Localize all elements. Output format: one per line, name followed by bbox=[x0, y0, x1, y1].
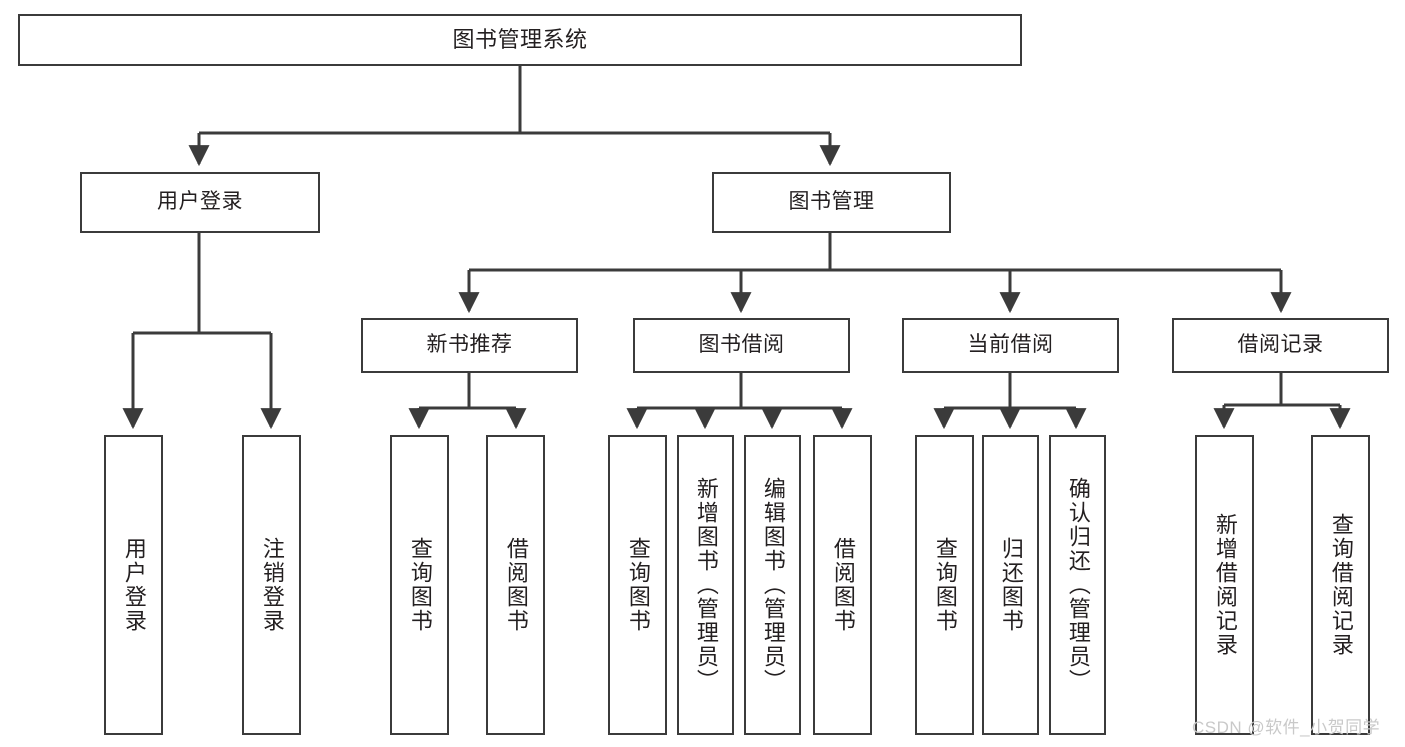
leaf-user-logout[interactable]: 注销登录 bbox=[242, 435, 301, 735]
node-user-login[interactable]: 用户登录 bbox=[80, 172, 320, 233]
leaf-current-confirm-return-admin[interactable]: 确认归还（管理员） bbox=[1049, 435, 1106, 735]
leaf-current-return-book[interactable]: 归还图书 bbox=[982, 435, 1039, 735]
node-label: 归还图书 bbox=[998, 537, 1024, 633]
node-label: 注销登录 bbox=[259, 537, 285, 633]
node-label: 新书推荐 bbox=[426, 333, 513, 357]
node-root-system[interactable]: 图书管理系统 bbox=[18, 14, 1022, 66]
node-label: 查询图书 bbox=[932, 537, 958, 633]
node-label: 借阅记录 bbox=[1237, 333, 1324, 357]
leaf-borrow-edit-book-admin[interactable]: 编辑图书（管理员） bbox=[744, 435, 801, 735]
node-label: 借阅图书 bbox=[503, 537, 529, 633]
leaf-current-query-book[interactable]: 查询图书 bbox=[915, 435, 974, 735]
node-label: 用户登录 bbox=[121, 537, 147, 633]
node-book-manage[interactable]: 图书管理 bbox=[712, 172, 951, 233]
leaf-recommend-borrow-book[interactable]: 借阅图书 bbox=[486, 435, 545, 735]
node-label: 图书管理 bbox=[788, 190, 875, 214]
node-new-book-recommend[interactable]: 新书推荐 bbox=[361, 318, 578, 373]
node-borrow-record[interactable]: 借阅记录 bbox=[1172, 318, 1389, 373]
node-current-borrow[interactable]: 当前借阅 bbox=[902, 318, 1119, 373]
leaf-borrow-borrow-book[interactable]: 借阅图书 bbox=[813, 435, 872, 735]
node-label: 查询借阅记录 bbox=[1328, 513, 1354, 657]
node-label: 查询图书 bbox=[407, 537, 433, 633]
leaf-record-add-record[interactable]: 新增借阅记录 bbox=[1195, 435, 1254, 735]
node-label: 图书管理系统 bbox=[452, 27, 588, 53]
leaf-record-query-record[interactable]: 查询借阅记录 bbox=[1311, 435, 1370, 735]
node-label: 当前借阅 bbox=[967, 333, 1054, 357]
leaf-user-login[interactable]: 用户登录 bbox=[104, 435, 163, 735]
node-label: 新增借阅记录 bbox=[1212, 513, 1238, 657]
node-book-borrow[interactable]: 图书借阅 bbox=[633, 318, 850, 373]
node-label: 图书借阅 bbox=[698, 333, 785, 357]
csdn-watermark: CSDN @软件_小贺同学 bbox=[1192, 718, 1381, 737]
node-label: 编辑图书（管理员） bbox=[760, 477, 786, 693]
leaf-recommend-query-book[interactable]: 查询图书 bbox=[390, 435, 449, 735]
node-label: 新增图书（管理员） bbox=[693, 477, 719, 693]
leaf-borrow-add-book-admin[interactable]: 新增图书（管理员） bbox=[677, 435, 734, 735]
node-label: 确认归还（管理员） bbox=[1065, 477, 1091, 693]
node-label: 借阅图书 bbox=[830, 537, 856, 633]
node-label: 查询图书 bbox=[625, 537, 651, 633]
leaf-borrow-query-book[interactable]: 查询图书 bbox=[608, 435, 667, 735]
node-label: 用户登录 bbox=[157, 190, 243, 214]
